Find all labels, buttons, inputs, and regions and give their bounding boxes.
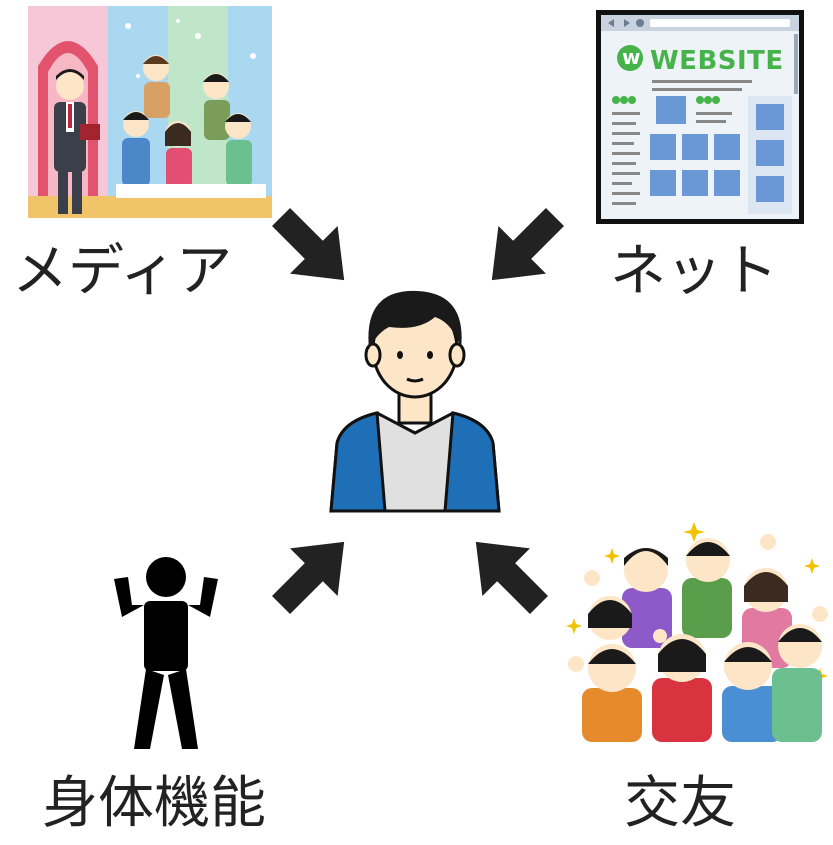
label-body-function: 身体機能: [42, 771, 266, 836]
strong-person-icon: [104, 553, 228, 753]
center-person-icon: [327, 283, 503, 513]
media-illustration: [28, 6, 272, 218]
label-friends: 交友: [624, 771, 736, 836]
website-illustration: w WEBSITE: [596, 10, 804, 224]
website-logo-letter: w: [622, 45, 641, 69]
arrow-friends-to-person: [462, 532, 552, 614]
arrow-media-to-person: [268, 208, 358, 290]
label-net: ネット: [610, 239, 778, 304]
website-title: WEBSITE: [650, 46, 784, 76]
arrow-body-to-person: [268, 532, 358, 614]
label-media: メディア: [12, 239, 233, 304]
friends-group-illustration: [562, 518, 832, 742]
arrow-net-to-person: [478, 208, 568, 290]
